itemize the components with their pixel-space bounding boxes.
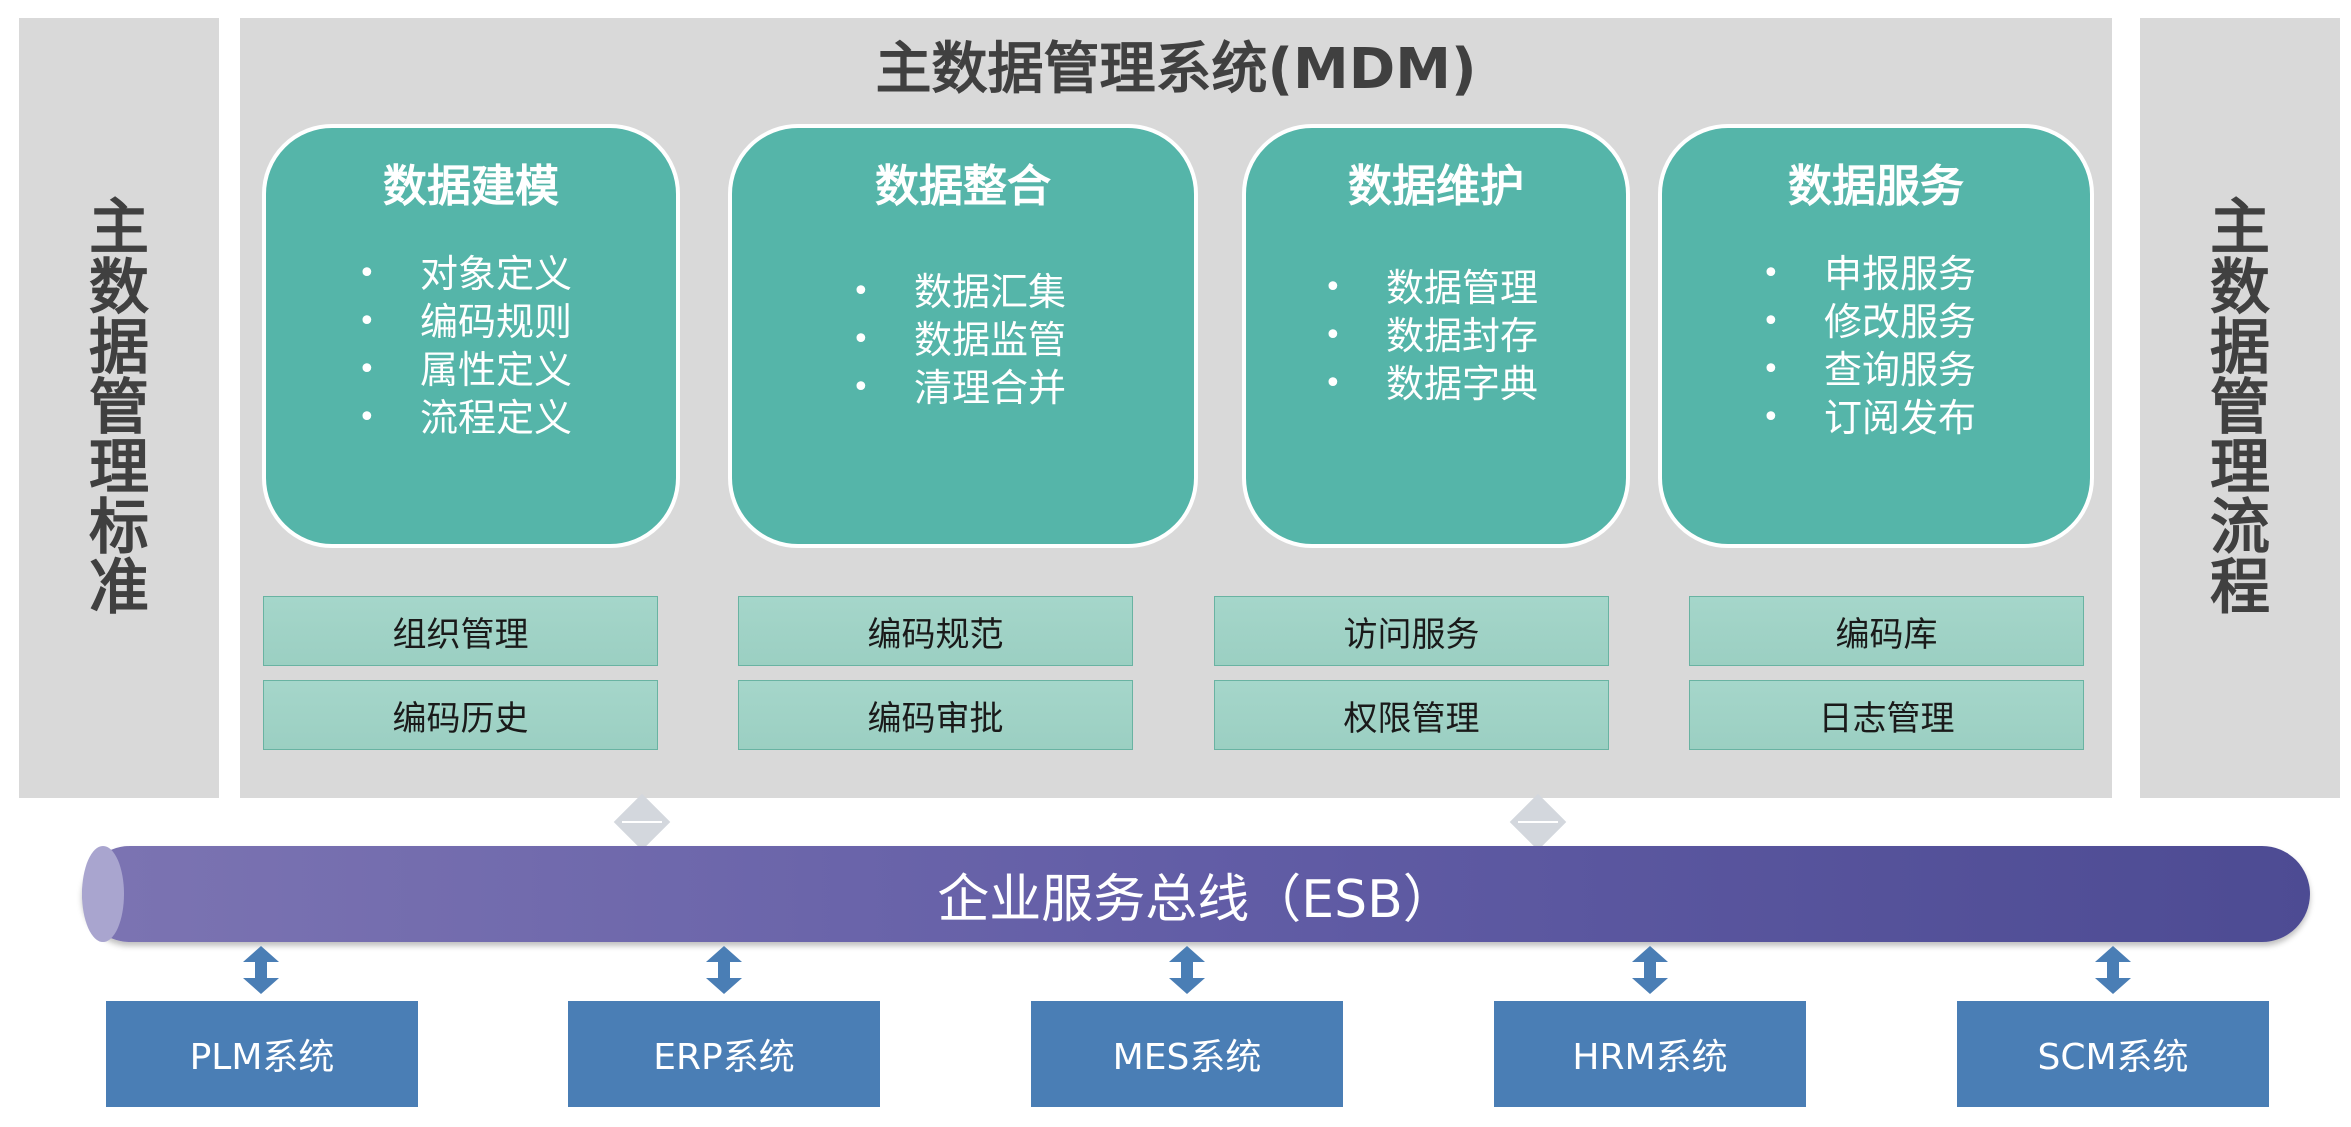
module-item: 查询服务 xyxy=(1762,346,1976,394)
esb-label: 企业服务总线（ESB） xyxy=(937,869,1455,930)
module-item: 申报服务 xyxy=(1762,250,1976,298)
module-title: 数据整合 xyxy=(875,161,1051,212)
module-card-modeling: 数据建模 对象定义 编码规则 属性定义 流程定义 xyxy=(262,124,680,548)
sub-module-box: 访问服务 xyxy=(1214,596,1609,666)
module-item: 对象定义 xyxy=(358,250,572,298)
module-item: 编码规则 xyxy=(358,298,572,346)
double-arrow-icon xyxy=(2095,946,2131,994)
sub-module-box: 组织管理 xyxy=(263,596,658,666)
process-label: 主 数 据 管 理 流 程 xyxy=(2210,193,2270,623)
double-arrow-icon xyxy=(1169,946,1205,994)
module-item-list: 对象定义 编码规则 属性定义 流程定义 xyxy=(358,250,572,442)
module-item: 清理合并 xyxy=(852,364,1066,412)
module-item-list: 数据汇集 数据监管 清理合并 xyxy=(852,268,1066,412)
module-card-services: 数据服务 申报服务 修改服务 查询服务 订阅发布 xyxy=(1658,124,2094,548)
module-card-integration: 数据整合 数据汇集 数据监管 清理合并 xyxy=(728,124,1198,548)
module-card-maintenance: 数据维护 数据管理 数据封存 数据字典 xyxy=(1242,124,1630,548)
module-item-list: 申报服务 修改服务 查询服务 订阅发布 xyxy=(1762,250,1976,442)
sub-module-box: 编码规范 xyxy=(738,596,1133,666)
module-item: 属性定义 xyxy=(358,346,572,394)
system-box-mes: MES系统 xyxy=(1031,1001,1343,1107)
double-arrow-icon xyxy=(1632,946,1668,994)
double-arrow-icon xyxy=(706,946,742,994)
module-item-list: 数据管理 数据封存 数据字典 xyxy=(1324,264,1538,408)
mdm-panel: 主数据管理系统(MDM) 数据建模 对象定义 编码规则 属性定义 流程定义 数据… xyxy=(240,18,2112,798)
standards-panel: 主 数 据 管 理 标 准 xyxy=(19,18,219,798)
module-item: 数据汇集 xyxy=(852,268,1066,316)
diamond-connector-icon xyxy=(1509,793,1567,851)
module-item: 订阅发布 xyxy=(1762,394,1976,442)
module-item: 修改服务 xyxy=(1762,298,1976,346)
system-box-plm: PLM系统 xyxy=(106,1001,418,1107)
sub-module-box: 编码历史 xyxy=(263,680,658,750)
module-item: 数据封存 xyxy=(1324,312,1538,360)
esb-bar: 企业服务总线（ESB） xyxy=(82,846,2310,942)
diamond-connector-icon xyxy=(613,793,671,851)
double-arrow-icon xyxy=(243,946,279,994)
module-item: 数据管理 xyxy=(1324,264,1538,312)
standards-label: 主 数 据 管 理 标 准 xyxy=(89,193,149,623)
module-item: 数据监管 xyxy=(852,316,1066,364)
mdm-title: 主数据管理系统(MDM) xyxy=(875,37,1477,102)
system-box-scm: SCM系统 xyxy=(1957,1001,2269,1107)
sub-module-box: 编码库 xyxy=(1689,596,2084,666)
module-title: 数据维护 xyxy=(1348,161,1524,212)
system-box-erp: ERP系统 xyxy=(568,1001,880,1107)
sub-module-box: 编码审批 xyxy=(738,680,1133,750)
module-title: 数据建模 xyxy=(383,161,559,212)
process-panel: 主 数 据 管 理 流 程 xyxy=(2140,18,2340,798)
module-title: 数据服务 xyxy=(1788,161,1964,212)
sub-module-box: 日志管理 xyxy=(1689,680,2084,750)
esb-bar-cap xyxy=(82,846,124,942)
system-box-hrm: HRM系统 xyxy=(1494,1001,1806,1107)
module-item: 数据字典 xyxy=(1324,360,1538,408)
sub-module-box: 权限管理 xyxy=(1214,680,1609,750)
module-item: 流程定义 xyxy=(358,394,572,442)
